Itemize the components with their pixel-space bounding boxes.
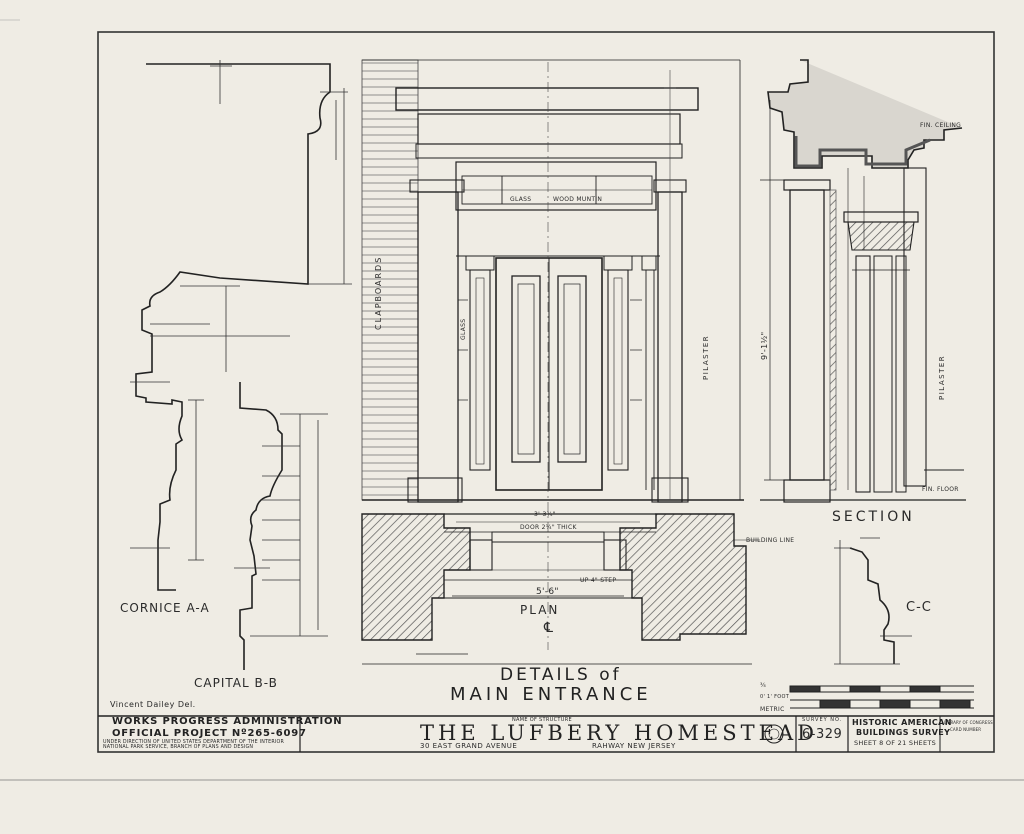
- structure-name: THE LUFBERY HOMESTEAD: [420, 721, 818, 745]
- scale-feet-label: 0' 1' FOOT: [760, 694, 790, 700]
- fin-floor-callout: FIN. FLOOR: [922, 486, 959, 493]
- section-view-label: SECTION: [832, 509, 915, 525]
- building-line-callout: BUILDING LINE: [746, 537, 795, 544]
- cornice-profile: [135, 63, 331, 591]
- step-callout: UP 4" STEP: [580, 577, 617, 584]
- drawing-title-line2: MAIN ENTRANCE: [450, 684, 652, 705]
- entrance-elevation: [361, 59, 744, 650]
- pilaster-front-callout: PILASTER: [702, 334, 710, 380]
- cornice-view-label: CORNICE A-A: [120, 601, 210, 615]
- agency-line3: UNDER DIRECTION OF UNITED STATES DEPARTM…: [103, 740, 285, 745]
- glass-top-callout: GLASS: [510, 196, 532, 203]
- wood-muntin-callout: WOOD MUNTIN: [553, 196, 603, 203]
- library-line1: LIBRARY OF CONGRESS: [944, 720, 993, 725]
- structure-name-label: NAME OF STRUCTURE: [512, 717, 572, 723]
- cc-view-label: C-C: [906, 600, 932, 615]
- agency-line2: OFFICIAL PROJECT Nº265-6097: [112, 728, 307, 739]
- section-height-dim: 9'-1½": [760, 331, 769, 361]
- structure-address: 30 EAST GRAND AVENUE: [420, 742, 518, 750]
- pilaster-section-callout: PILASTER: [938, 354, 946, 400]
- survey-no: 6-329: [802, 727, 843, 742]
- sheet-border: [97, 31, 995, 753]
- entrance-plan: [361, 513, 760, 665]
- graphic-scale: [789, 685, 974, 709]
- fin-ceiling-callout: FIN. CEILING: [920, 122, 962, 129]
- capital-view-label: CAPITAL B-B: [194, 676, 278, 690]
- centerline-mark: ℄: [544, 620, 554, 636]
- capital-profile: [239, 382, 283, 670]
- clapboards-callout: CLAPBOARDS: [374, 255, 383, 330]
- hab-line2: BUILDINGS SURVEY: [856, 728, 951, 737]
- scale-fraction: ¾: [760, 682, 767, 689]
- survey-no-label: SURVEY NO.: [802, 717, 843, 723]
- plan-top-dim: 3'-3¾": [534, 511, 556, 518]
- glass-side-callout: GLASS: [460, 318, 467, 340]
- agency-line1: WORKS PROGRESS ADMINISTRATION: [112, 716, 343, 727]
- scale-metric-label: METRIC: [760, 706, 785, 713]
- sheet-number: SHEET 8 OF 21 SHEETS: [854, 739, 937, 747]
- drawing-title-line1: DETAILS of: [500, 665, 622, 685]
- library-line2: CARD NUMBER: [950, 727, 982, 732]
- plan-width-dim: 5'-6": [536, 587, 559, 597]
- entrance-section: [760, 59, 966, 503]
- cc-profile: [849, 547, 895, 664]
- title-block-frame: [98, 715, 994, 752]
- hab-line1: HISTORIC AMERICAN: [852, 718, 952, 727]
- structure-city: RAHWAY NEW JERSEY: [592, 742, 676, 750]
- agency-line4: NATIONAL PARK SERVICE, BRANCH OF PLANS A…: [103, 745, 254, 750]
- door-thickness-callout: DOOR 2¼" THICK: [520, 524, 577, 531]
- drafter-credit: Vincent Dailey Del.: [110, 700, 196, 709]
- plan-view-label: PLAN: [520, 603, 560, 617]
